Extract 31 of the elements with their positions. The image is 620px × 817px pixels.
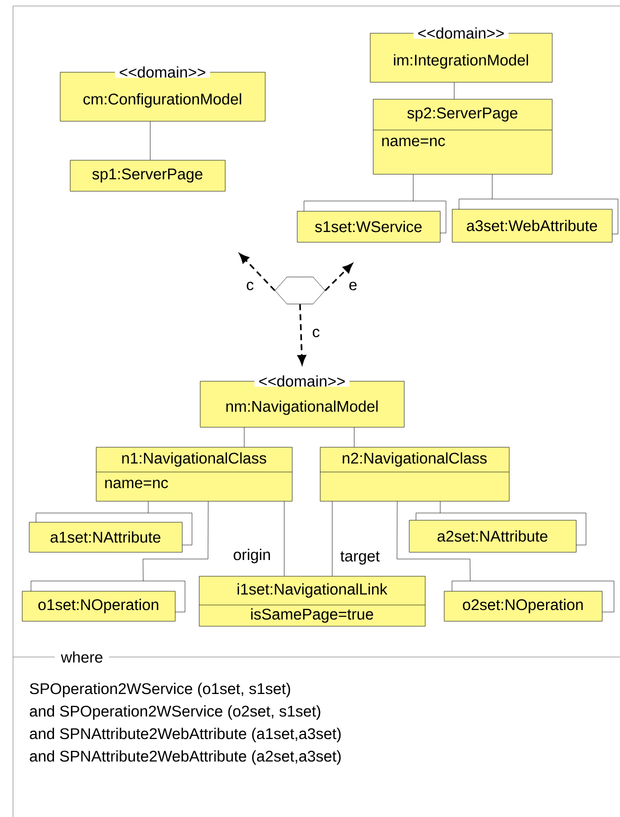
hexagon-symbol — [274, 276, 326, 304]
object-box: sp2:ServerPage name=nc — [372, 99, 552, 174]
object-stack: a2set:NAttribute — [409, 512, 586, 552]
object-stack: o1set:NOperation — [22, 580, 186, 622]
domain-box: <<domain>> cm:ConfigurationModel — [60, 66, 266, 122]
connector-line — [413, 174, 414, 202]
object-box: i1set:NavigationalLink isSamePage=true — [198, 576, 426, 626]
domain-box: <<domain>> nm:NavigationalModel — [200, 375, 404, 428]
section-label: where — [54, 650, 110, 664]
edge-label: target — [339, 550, 381, 566]
edge-label: e — [348, 280, 358, 292]
object-stack: a1set:NAttribute — [29, 512, 192, 552]
edge-label: origin — [232, 548, 272, 564]
object-box: sp1:ServerPage — [70, 160, 226, 192]
arrow — [324, 263, 353, 292]
domain-box: <<domain>> im:IntegrationModel — [370, 27, 552, 82]
edge-label: c — [245, 280, 255, 292]
arrow — [297, 304, 306, 365]
connector-line — [396, 501, 470, 582]
object-stack: a3set:WebAttribute — [452, 198, 618, 242]
object-stack: o2set:NOperation — [444, 580, 614, 622]
object-box: n2:NavigationalClass — [320, 447, 510, 502]
object-box: n1:NavigationalClass name=nc — [96, 447, 292, 502]
condition-text: and SPOperation2WService (o2set, s1set) — [30, 705, 320, 720]
condition-text: and SPNAttribute2WebAttribute (a2set,a3set) — [30, 750, 341, 765]
condition-text: and SPNAttribute2WebAttribute (a1set,a3set) — [30, 728, 341, 742]
connector-line — [142, 501, 208, 582]
edge-label: c — [311, 328, 321, 338]
condition-text: SPOperation2WService (o1set, s1set) — [30, 682, 290, 698]
arrow — [239, 253, 276, 292]
object-stack: s1set:WService — [297, 200, 446, 242]
